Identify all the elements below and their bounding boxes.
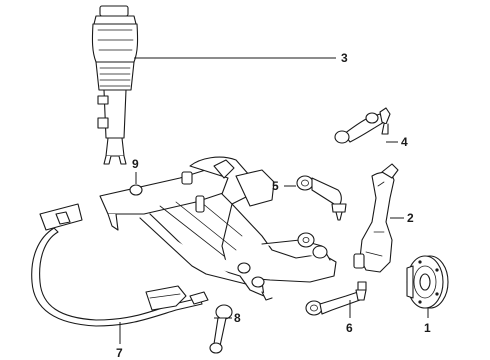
subframe-part (99, 156, 337, 301)
callout-7: 7 (116, 346, 123, 360)
front-lower-arm-part (296, 175, 347, 221)
stabilizer-link-part (209, 304, 233, 354)
leader-lines (119, 57, 429, 344)
upper-control-arm-part (334, 107, 391, 144)
callout-8: 8 (234, 311, 241, 325)
callout-1: 1 (424, 321, 431, 335)
stabilizer-bar-part (31, 203, 209, 327)
callout-6: 6 (346, 321, 353, 335)
callout-5: 5 (272, 179, 279, 193)
callout-4: 4 (401, 135, 408, 149)
callout-labels: 3 4 5 2 9 1 6 7 8 (116, 51, 431, 360)
steering-knuckle-part (353, 163, 399, 273)
callout-9: 9 (132, 157, 139, 171)
air-strut-part (91, 5, 139, 165)
wheel-hub-part (406, 255, 449, 309)
rear-lower-arm-part (305, 281, 367, 316)
callout-3: 3 (341, 51, 348, 65)
callout-2: 2 (407, 211, 414, 225)
